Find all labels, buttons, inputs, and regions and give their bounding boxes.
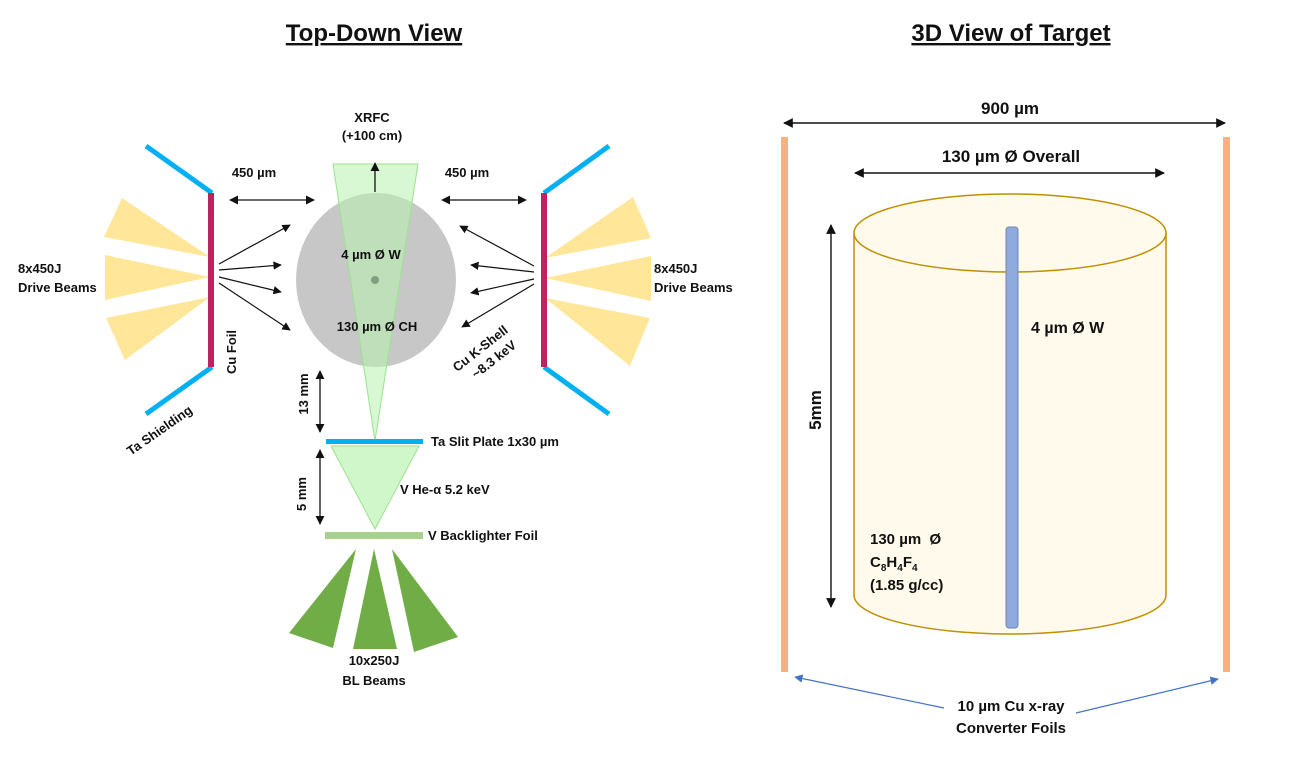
ch-formula-label: C8H4F4 bbox=[870, 554, 918, 574]
ta-shield-left-bottom bbox=[144, 364, 214, 417]
right-emission-arrow-3 bbox=[470, 278, 535, 296]
he-alpha-label: V He-α 5.2 keV bbox=[400, 482, 490, 497]
ta-shield-right-top bbox=[542, 143, 611, 196]
cu-converter-foil-right bbox=[1223, 137, 1230, 672]
left-emission-arrows bbox=[218, 224, 291, 331]
right-drive-beam-upper bbox=[545, 197, 651, 258]
v-backlighter-foil bbox=[325, 532, 423, 539]
drive-beams-left-label: Drive Beams bbox=[18, 280, 97, 295]
drive-beams-right-count: 8x450J bbox=[654, 261, 697, 276]
right-drive-beam-middle bbox=[545, 256, 651, 301]
bl-beams-count: 10x250J bbox=[349, 653, 400, 668]
converter-foils-line2: Converter Foils bbox=[956, 720, 1066, 737]
3d-view-heading: 3D View of Target bbox=[911, 20, 1110, 47]
tungsten-wire-dot bbox=[371, 276, 379, 284]
ch-diameter-label: 130 µm Ø bbox=[870, 531, 942, 548]
formula-c: C bbox=[870, 554, 881, 571]
height-5mm-label: 5mm bbox=[806, 390, 825, 430]
ta-shielding bbox=[144, 143, 611, 417]
formula-f: F bbox=[903, 554, 912, 571]
left-emission-arrow-1 bbox=[218, 224, 291, 265]
left-emission-arrow-4 bbox=[218, 282, 291, 331]
wire-label-3d: 4 µm Ø W bbox=[1031, 320, 1105, 337]
left-drive-beam-upper bbox=[104, 198, 210, 257]
ch-density-label: (1.85 g/cc) bbox=[870, 577, 943, 594]
left-drive-beam-middle bbox=[105, 255, 210, 300]
ta-shielding-label: Ta Shielding bbox=[124, 402, 195, 458]
ta-shield-right-bottom bbox=[542, 364, 611, 417]
top-down-heading: Top-Down View bbox=[286, 20, 463, 47]
cu-foil-left bbox=[208, 193, 214, 367]
left-drive-beams bbox=[104, 198, 210, 360]
he-alpha-cone bbox=[330, 445, 420, 531]
formula-h-sub: 4 bbox=[897, 563, 903, 574]
left-emission-arrow-2 bbox=[218, 261, 282, 271]
formula-f-sub: 4 bbox=[912, 563, 918, 574]
gap-left-label: 450 µm bbox=[232, 165, 276, 180]
left-emission-arrow-3 bbox=[218, 276, 282, 295]
cu-foil-label: Cu Foil bbox=[224, 330, 239, 374]
dim-5mm-label: 5 mm bbox=[294, 477, 309, 511]
bl-beam-right bbox=[392, 549, 458, 652]
target-label-topdown: 130 µm Ø CH bbox=[337, 319, 417, 334]
formula-c-sub: 8 bbox=[881, 563, 887, 574]
width-900-label: 900 µm bbox=[981, 99, 1039, 118]
backlighter-label: V Backlighter Foil bbox=[428, 528, 538, 543]
bl-beam-middle bbox=[353, 549, 397, 649]
slit-plate-label: Ta Slit Plate 1x30 µm bbox=[431, 434, 559, 449]
right-emission-arrows bbox=[459, 225, 535, 328]
formula-h: H bbox=[886, 554, 897, 571]
callout-arrow-left bbox=[794, 674, 945, 709]
callout-arrow-right bbox=[1075, 676, 1219, 714]
converter-foils-line1: 10 µm Cu x-ray bbox=[957, 698, 1065, 715]
bl-beams-label: BL Beams bbox=[342, 673, 405, 688]
ta-shield-left-top bbox=[144, 143, 214, 196]
right-emission-arrow-1 bbox=[459, 225, 535, 267]
ta-slit-plate bbox=[326, 439, 423, 444]
cu-converter-foil-left bbox=[781, 137, 788, 672]
right-emission-arrow-4 bbox=[461, 283, 535, 328]
drive-beams-left-count: 8x450J bbox=[18, 261, 61, 276]
tungsten-wire-rod bbox=[1005, 226, 1019, 629]
right-drive-beam-lower bbox=[545, 298, 650, 366]
wire-label-topdown: 4 µm Ø W bbox=[341, 247, 401, 262]
overall-130-label: 130 µm Ø Overall bbox=[942, 147, 1080, 166]
left-drive-beam-lower bbox=[106, 297, 210, 360]
bl-beam-left bbox=[289, 549, 356, 648]
xrfc-label: XRFC bbox=[354, 110, 390, 125]
right-emission-arrow-2 bbox=[470, 261, 535, 273]
xrfc-distance-label: (+100 cm) bbox=[342, 128, 402, 143]
bl-beams bbox=[289, 549, 458, 652]
dim-13mm-label: 13 mm bbox=[296, 373, 311, 414]
cu-foil-right bbox=[541, 193, 547, 367]
gap-right-label: 450 µm bbox=[445, 165, 489, 180]
drive-beams-right-label: Drive Beams bbox=[654, 280, 733, 295]
right-drive-beams bbox=[545, 197, 651, 366]
cu-kshell-label: Cu K-Shell ~8.3 keV bbox=[450, 322, 520, 381]
